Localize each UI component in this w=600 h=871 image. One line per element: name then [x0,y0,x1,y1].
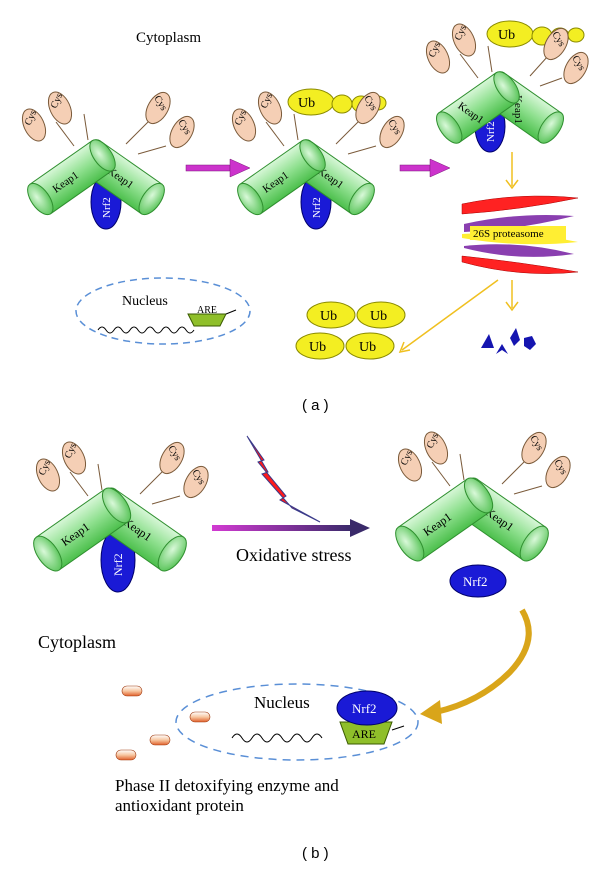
cys-group-left: Cys Cys [397,431,465,487]
keap1-nrf2-complex-2: Ub Cys Cys Cys Cys Nrf2 [231,88,405,230]
cys-group-left: Cys Cys [425,23,493,79]
oxidative-stress-bolt-icon [246,435,321,523]
cytoplasm-label-b: Cytoplasm [38,632,116,652]
cys-bead [563,51,589,85]
enzyme-products [115,685,211,761]
cys-bead [47,91,73,125]
ub-label: Ub [298,96,315,111]
nucleus-a: Nucleus ARE [75,277,251,345]
keap1-cylinder-left: Keap1 [27,139,116,216]
cys-bead [183,465,209,499]
nrf2-bound-label: Nrf2 [352,701,377,716]
peptide-fragments [481,328,536,354]
nucleus-label-a: Nucleus [122,294,168,309]
cys-bead [451,23,477,57]
panel-a: Cytoplasm Cys Cys Cys Cys Nrf2 [21,20,589,414]
ub-label: Ub [359,340,376,355]
cys-bead [159,441,185,475]
cys-group-left: Cys Cys [21,91,89,147]
product-label-line1: Phase II detoxifying enzyme and [115,776,339,795]
cys-bead [61,441,87,475]
are-element [187,313,227,327]
keap1-cylinder-left: Keap1 [436,71,520,144]
nuclear-translocation-arrow [420,608,532,724]
cys-bead [397,448,423,482]
oxidative-stress-label: Oxidative stress [236,545,351,565]
enzyme-capsule [189,711,211,723]
nucleus-label-b: Nucleus [254,693,310,712]
ub-release-arrow [398,279,499,354]
cys-group-right: Cys Cys [501,431,571,495]
nrf2-free-protein [449,564,507,598]
dna-strand [97,326,195,334]
keap1-cylinder-left: Keap1 [237,139,326,216]
nrf2-label: Nrf2 [101,197,113,218]
enzyme-capsule [149,734,171,746]
ub-label: Ub [320,309,337,324]
ubiquitination-arrow-2 [399,158,451,178]
cys-bead [21,108,47,142]
cys-group-left: Cys Cys [231,91,299,147]
degradation-arrow-down [505,152,519,190]
cys-bead [145,91,171,125]
cys-bead [231,108,257,142]
proteasome-26s: 26S proteasome [461,195,579,274]
dna-strand [231,733,323,743]
nucleus-b: Nucleus ARE Nrf2 [175,683,419,761]
nrf2-free-label: Nrf2 [463,574,488,589]
ub-label: Ub [370,309,387,324]
panel-a-label: ( a ) [302,397,329,414]
cys-bead [543,27,569,61]
ub-label: Ub [309,340,326,355]
nrf2-label: Nrf2 [485,121,497,142]
keap1-cylinder-left: Keap1 [33,487,132,572]
keap1-cylinder-left: Keap1 [395,477,494,562]
product-label-line2: antioxidant protein [115,796,244,815]
keap1-nrf2-complex-b1: Cys Cys Cys Cys Nrf2 Keap1 [33,441,209,593]
cys-group-left: Cys Cys [35,441,103,497]
ubiquitin-chain: Ub [486,20,585,48]
cys-bead [521,431,547,465]
cys-bead [169,115,195,149]
cys-group-right: Cys Cys [335,91,405,155]
free-ubiquitin-pool: Ub Ub Ub Ub [295,301,406,360]
cytoplasm-label-a: Cytoplasm [136,30,201,46]
peptide-release-arrow [505,280,519,312]
proteasome-label: 26S proteasome [473,228,544,240]
cys-bead [423,431,449,465]
ubiquitination-arrow-1 [185,158,251,178]
keap1-complex-b2: Cys Cys Cys Cys Keap1 Keap1 [395,431,571,562]
nrf2-label: Nrf2 [311,197,323,218]
nrf2-bound-protein [336,690,398,726]
keap1-nrf2-complex-3: Ub Cys Cys Cys Cys Nrf2 [425,20,589,153]
panel-b: Cys Cys Cys Cys Nrf2 Keap1 [33,431,571,862]
cys-bead [425,40,451,74]
nrf2-label: Nrf2 [111,553,125,576]
oxidative-stress-arrow [212,519,370,537]
cys-bead [545,455,571,489]
are-label-a: ARE [197,305,217,316]
cys-bead [35,458,61,492]
cys-group-right: Cys Cys [529,27,589,87]
enzyme-capsule [121,685,143,697]
cys-bead [355,91,381,125]
are-label-b: ARE [352,727,376,741]
cys-bead [257,91,283,125]
enzyme-capsule [115,749,137,761]
panel-b-label: ( b ) [302,845,329,862]
cys-group-right: Cys Cys [139,441,209,505]
cys-bead [379,115,405,149]
keap1-nrf2-complex-1: Cys Cys Cys Cys Nrf2 Keap1 [21,91,195,230]
ub-label: Ub [498,28,515,43]
cys-group-right: Cys Cys [125,91,195,155]
